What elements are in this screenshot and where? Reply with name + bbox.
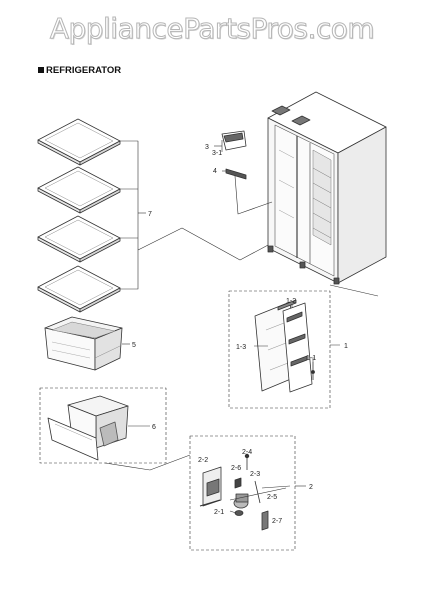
label-6: 6	[152, 424, 156, 431]
label-2-3: 2-3	[250, 471, 260, 478]
glass-shelf-3	[37, 215, 121, 263]
label-1-1: 1-1	[306, 355, 316, 362]
label-2-5: 2-5	[267, 494, 277, 501]
part6-dashed-box	[39, 387, 167, 464]
part1-dashed-box	[228, 290, 331, 409]
label-2-6: 2-6	[231, 465, 241, 472]
label-3-1: 3-1	[212, 150, 222, 157]
label-2: 2	[309, 484, 313, 491]
label-2-1: 2-1	[214, 509, 224, 516]
bullet-square-icon	[38, 67, 44, 73]
label-4: 4	[213, 168, 217, 175]
label-1: 1	[344, 343, 348, 350]
refrigerator-cabinet	[267, 91, 387, 285]
label-2-7: 2-7	[272, 518, 282, 525]
part1-connection-line	[329, 284, 379, 297]
label-1-2: 1-2	[286, 298, 296, 305]
label-3: 3	[205, 144, 209, 151]
label-7: 7	[148, 211, 152, 218]
label-2-4: 2-4	[242, 449, 252, 456]
water-parts-assembly	[199, 453, 291, 531]
part3-cover	[214, 130, 247, 152]
door-liner-panel	[254, 299, 315, 393]
part3-leader	[234, 175, 273, 215]
part-number-labels: 7 5 6 3 3-1 4 1 1-1 1-2 1-3 2 2-1 2-2 2-…	[132, 144, 348, 525]
part4-light-strip	[222, 168, 247, 180]
label-5: 5	[132, 342, 136, 349]
glass-shelf-4	[37, 265, 121, 313]
drawer-assembly	[47, 395, 150, 461]
glass-shelf-1	[37, 118, 121, 166]
glass-shelf-2	[37, 166, 121, 214]
label-1-3: 1-3	[236, 344, 246, 351]
section-title-text: REFRIGERATOR	[46, 65, 122, 76]
crisper-drawer	[44, 316, 130, 371]
section-title: REFRIGERATOR	[38, 65, 121, 76]
watermark-logo: AppliancePartsPros.com	[49, 12, 375, 46]
part2-dashed-box	[189, 435, 296, 551]
part1-leaders	[254, 304, 340, 362]
label-2-2: 2-2	[198, 457, 208, 464]
part7-leader-lines	[120, 140, 271, 290]
part6-leader	[104, 454, 191, 471]
